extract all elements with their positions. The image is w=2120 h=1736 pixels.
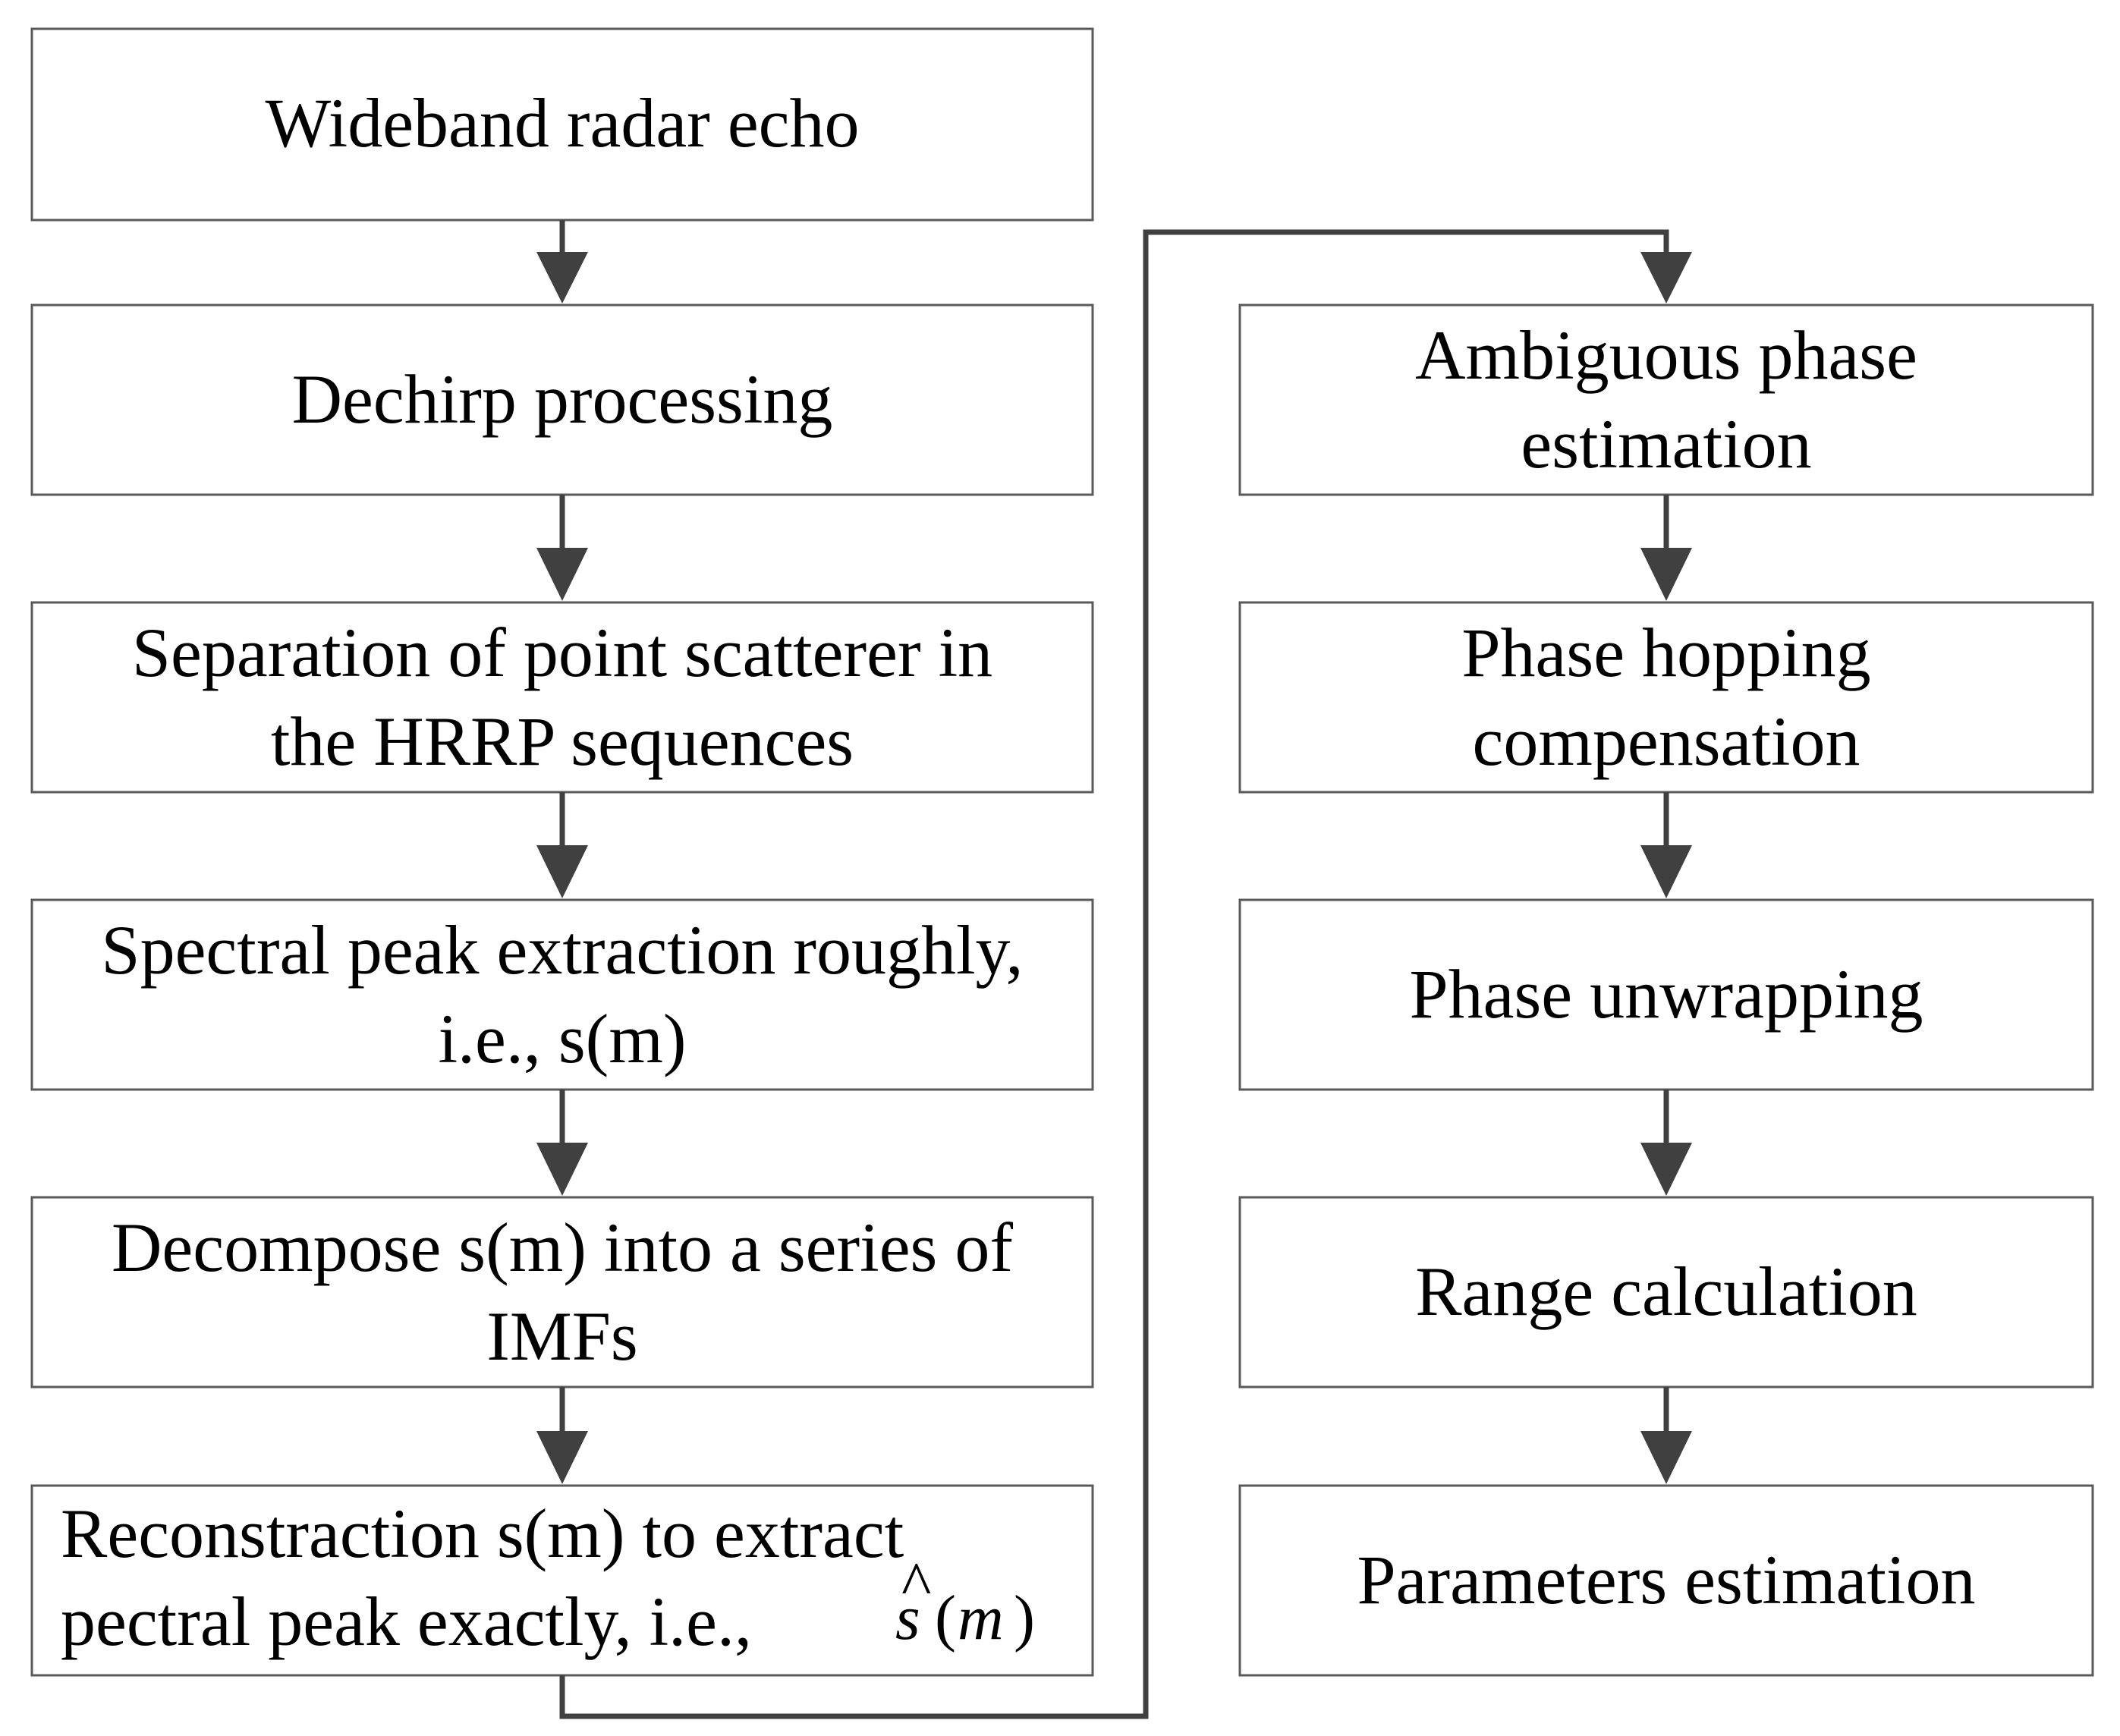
arrow-dechirp-to-separation (536, 495, 588, 601)
box-decompose-line-2: IMFs (486, 1297, 637, 1375)
s-hat-of-m-formula: s ^ ( m ) (895, 1549, 1035, 1653)
box-parameters-estimation-line-1: Parameters estimation (1357, 1541, 1976, 1618)
arrow-separation-to-spectral (536, 792, 588, 898)
arrow-spectral-to-decompose (536, 1090, 588, 1196)
box-reconstraction: Reconstraction s(m) to extract pectral p… (30, 1484, 1094, 1677)
box-wideband-radar-echo-line-1: Wideband radar echo (266, 84, 860, 162)
arrow-ambiguous-to-hopping (1640, 495, 1692, 601)
box-ambiguous-phase: Ambiguous phase estimation (1238, 303, 2094, 496)
box-phase-hopping-line-2: compensation (1473, 703, 1861, 780)
s-hat-close-paren: ) (1014, 1583, 1035, 1653)
box-separation-line-1: Separation of point scatterer in (132, 614, 992, 691)
box-parameters-estimation: Parameters estimation (1238, 1484, 2094, 1677)
s-hat-open-paren: ( (935, 1583, 956, 1653)
s-hat-symbol: s (895, 1583, 920, 1653)
arrow-decompose-to-reconstraction (536, 1387, 588, 1484)
box-range-calculation: Range calculation (1238, 1196, 2094, 1388)
box-decompose-line-1: Decompose s(m) into a series of (112, 1209, 1013, 1286)
hat-accent: ^ (901, 1549, 931, 1620)
arrow-range-to-parameters (1640, 1387, 1692, 1484)
box-spectral-peak-rough-line-1: Spectral peak extraction roughly, (101, 911, 1023, 989)
box-decompose: Decompose s(m) into a series of IMFs (30, 1196, 1094, 1388)
s-hat-variable: m (958, 1583, 1004, 1653)
box-range-calculation-line-1: Range calculation (1415, 1253, 1917, 1330)
box-reconstraction-line-1: Reconstraction s(m) to extract (61, 1495, 904, 1572)
arrow-hopping-to-unwrapping (1640, 792, 1692, 898)
connector-left-to-right-column (559, 229, 1692, 1719)
arrow-unwrapping-to-range (1640, 1090, 1692, 1196)
box-spectral-peak-rough-line-2: i.e., s(m) (438, 1000, 686, 1077)
box-spectral-peak-rough: Spectral peak extraction roughly, i.e., … (30, 898, 1094, 1091)
box-separation-line-2: the HRRP sequences (271, 703, 854, 780)
box-dechirp-processing: Dechirp processing (30, 303, 1094, 496)
box-phase-unwrapping-line-1: Phase unwrapping (1409, 955, 1923, 1033)
box-ambiguous-phase-line-1: Ambiguous phase (1415, 316, 1917, 394)
box-wideband-radar-echo: Wideband radar echo (30, 27, 1094, 222)
box-ambiguous-phase-line-2: estimation (1521, 405, 1811, 483)
box-dechirp-processing-line-1: Dechirp processing (292, 360, 833, 438)
box-phase-hopping: Phase hopping compensation (1238, 601, 2094, 794)
box-phase-hopping-line-1: Phase hopping (1461, 614, 1870, 691)
arrow-echo-to-dechirp (536, 220, 588, 303)
box-phase-unwrapping: Phase unwrapping (1238, 898, 2094, 1091)
box-separation: Separation of point scatterer in the HRR… (30, 601, 1094, 794)
box-reconstraction-line-2: pectral peak exactly, i.e., (61, 1583, 752, 1660)
